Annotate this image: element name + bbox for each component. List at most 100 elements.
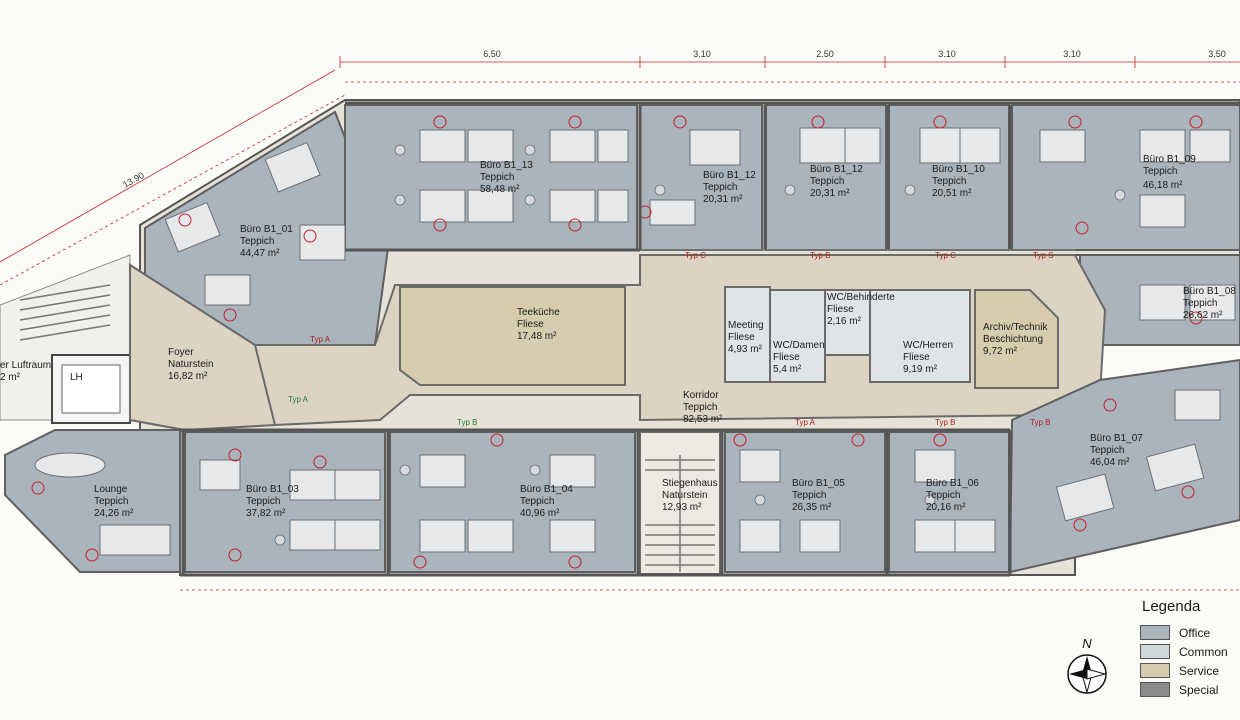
furniture bbox=[34, 127, 1236, 556]
svg-text:Teppich: Teppich bbox=[1143, 166, 1177, 177]
svg-text:Teppich: Teppich bbox=[240, 236, 274, 247]
svg-text:Büro B1_12: Büro B1_12 bbox=[703, 170, 756, 181]
north-arrow: N bbox=[1064, 636, 1110, 696]
svg-text:2,16 m²: 2,16 m² bbox=[827, 316, 862, 327]
room-wc-herren bbox=[869, 289, 971, 383]
legend-swatch-special bbox=[1140, 682, 1170, 697]
room-wc-damen bbox=[769, 289, 826, 383]
svg-text:Fliese: Fliese bbox=[728, 332, 755, 343]
svg-text:17,48 m²: 17,48 m² bbox=[517, 331, 557, 342]
svg-text:Teppich: Teppich bbox=[926, 490, 960, 501]
typ-c-label-1: Typ C bbox=[685, 251, 706, 260]
svg-text:Büro B1_13: Büro B1_13 bbox=[480, 160, 533, 171]
room-wc-behinderte bbox=[824, 289, 871, 356]
partition-walls bbox=[180, 101, 1240, 577]
lift-car bbox=[61, 364, 121, 414]
legend: Legenda Office Common Service Special bbox=[1140, 598, 1236, 699]
svg-text:20,51 m²: 20,51 m² bbox=[932, 188, 972, 199]
dim-top-3: 2.50 bbox=[816, 49, 834, 59]
svg-text:Büro B1_07: Büro B1_07 bbox=[1090, 433, 1143, 444]
svg-text:82,53 m²: 82,53 m² bbox=[683, 414, 723, 425]
legend-swatch-common bbox=[1140, 644, 1170, 659]
svg-text:Büro B1_01: Büro B1_01 bbox=[240, 224, 293, 235]
svg-text:5,4 m²: 5,4 m² bbox=[773, 364, 802, 375]
typ-b-label-3: Typ B bbox=[935, 418, 955, 427]
svg-text:Teppich: Teppich bbox=[810, 176, 844, 187]
stair-treads bbox=[645, 455, 715, 572]
svg-text:Teppich: Teppich bbox=[1090, 445, 1124, 456]
svg-text:Teppich: Teppich bbox=[94, 496, 128, 507]
svg-text:WC/Herren: WC/Herren bbox=[903, 340, 953, 351]
svg-text:Teppich: Teppich bbox=[703, 182, 737, 193]
svg-text:Büro B1_08: Büro B1_08 bbox=[1183, 286, 1236, 297]
fixture-markers bbox=[31, 115, 1203, 569]
svg-text:Fliese: Fliese bbox=[773, 352, 800, 363]
svg-text:Büro B1_12: Büro B1_12 bbox=[810, 164, 863, 175]
typ-a-label-2: Typ A bbox=[288, 395, 309, 404]
svg-text:Teeküche: Teeküche bbox=[517, 307, 560, 318]
room-buro-b1-03 bbox=[184, 431, 386, 573]
legend-item-service: Service bbox=[1140, 661, 1236, 680]
svg-text:Fliese: Fliese bbox=[827, 304, 854, 315]
svg-text:Lounge: Lounge bbox=[94, 484, 128, 495]
svg-text:Naturstein: Naturstein bbox=[168, 359, 214, 370]
legend-item-special: Special bbox=[1140, 680, 1236, 699]
typ-b-label-2: Typ B bbox=[457, 418, 477, 427]
luftraum-area: 2 m² bbox=[0, 372, 21, 383]
lift-label: LH bbox=[70, 372, 83, 383]
legend-item-office: Office bbox=[1140, 623, 1236, 642]
dim-top-2: 3.10 bbox=[693, 49, 711, 59]
svg-text:Teppich: Teppich bbox=[520, 496, 554, 507]
legend-swatch-service bbox=[1140, 663, 1170, 678]
legend-label-service: Service bbox=[1179, 663, 1220, 678]
typ-b-label-4: Typ B bbox=[1030, 418, 1050, 427]
svg-text:46,04 m²: 46,04 m² bbox=[1090, 457, 1130, 468]
dim-diagonal: 13.90 bbox=[121, 170, 146, 190]
room-archiv bbox=[974, 289, 1059, 389]
svg-text:Beschichtung: Beschichtung bbox=[983, 334, 1043, 345]
svg-text:12,93 m²: 12,93 m² bbox=[662, 502, 702, 513]
typ-b-label-1: Typ B bbox=[810, 251, 830, 260]
svg-text:Teppich: Teppich bbox=[1183, 298, 1217, 309]
svg-text:Büro B1_10: Büro B1_10 bbox=[932, 164, 985, 175]
svg-text:16,82 m²: 16,82 m² bbox=[168, 371, 208, 382]
room-foyer bbox=[129, 263, 277, 432]
svg-text:9,19 m²: 9,19 m² bbox=[903, 364, 938, 375]
legend-title: Legenda bbox=[1142, 598, 1201, 615]
svg-text:26,62 m²: 26,62 m² bbox=[1183, 310, 1223, 321]
svg-text:26,35 m²: 26,35 m² bbox=[792, 502, 832, 513]
svg-text:4,93 m²: 4,93 m² bbox=[728, 344, 763, 355]
svg-text:Büro B1_09: Büro B1_09 bbox=[1143, 154, 1196, 165]
legend-swatch-office bbox=[1140, 625, 1170, 640]
svg-text:Büro B1_05: Büro B1_05 bbox=[792, 478, 845, 489]
svg-text:Teppich: Teppich bbox=[792, 490, 826, 501]
svg-text:Teppich: Teppich bbox=[246, 496, 280, 507]
svg-text:Stiegenhaus: Stiegenhaus bbox=[662, 478, 718, 489]
legend-label-office: Office bbox=[1179, 625, 1211, 640]
svg-text:20,31 m²: 20,31 m² bbox=[703, 194, 743, 205]
svg-text:Korridor: Korridor bbox=[683, 390, 719, 401]
svg-text:Büro B1_06: Büro B1_06 bbox=[926, 478, 979, 489]
dim-top-4: 3.10 bbox=[938, 49, 956, 59]
room-buro-b1-09 bbox=[1011, 104, 1240, 251]
svg-text:40,96 m²: 40,96 m² bbox=[520, 508, 560, 519]
dim-top-5: 3.10 bbox=[1063, 49, 1081, 59]
svg-text:Meeting: Meeting bbox=[728, 320, 764, 331]
legend-item-common: Common bbox=[1140, 642, 1236, 661]
svg-text:Büro B1_03: Büro B1_03 bbox=[246, 484, 299, 495]
door-type-labels: Typ A Typ A Typ C Typ B Typ C Typ S Typ … bbox=[288, 251, 1053, 427]
